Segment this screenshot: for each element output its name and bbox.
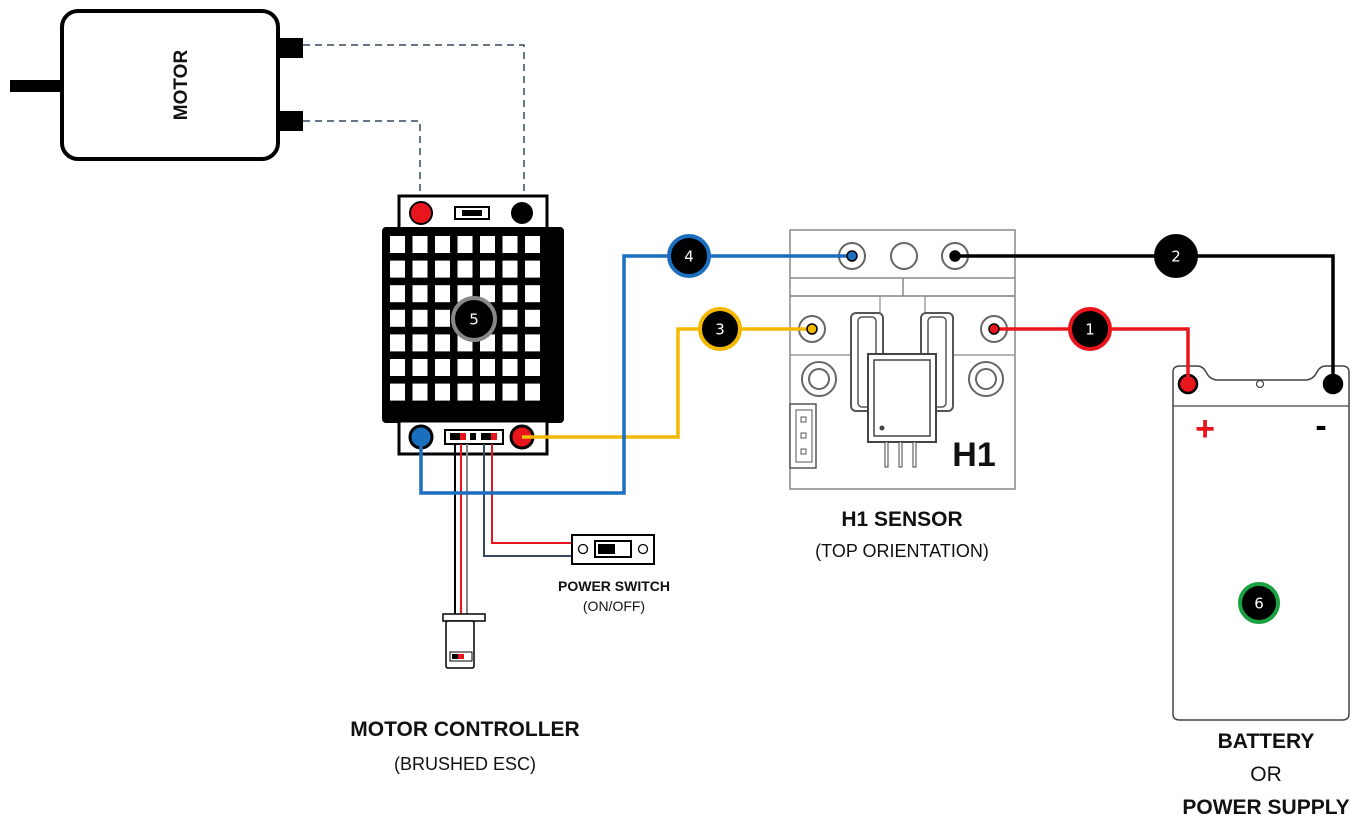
heatsink-slot: [502, 260, 518, 278]
heatsink-slot: [435, 260, 450, 278]
sensor-title: H1 SENSOR: [841, 508, 962, 531]
heatsink-slot: [435, 309, 450, 327]
heatsink-slot: [525, 260, 540, 278]
wire-1: [994, 327, 1190, 384]
battery-or: OR: [1250, 763, 1282, 786]
heatsink-slot: [390, 309, 405, 327]
controller-badge-number: 5: [469, 311, 479, 329]
wire-2: [955, 254, 1335, 384]
receiver-plug: [442, 613, 486, 669]
power-switch: POWER SWITCH (ON/OFF): [558, 534, 670, 614]
heatsink-slot: [480, 260, 495, 278]
battery-body: [1172, 365, 1350, 721]
signal-cable: [454, 444, 572, 614]
heatsink-slot: [390, 236, 405, 253]
wire-4-number: 4: [684, 248, 694, 266]
heatsink-slot: [525, 236, 540, 253]
battery-minus-sign: -: [1315, 407, 1326, 445]
heatsink-slot: [412, 260, 428, 278]
wire-2-badge: 2: [1154, 234, 1198, 278]
heatsink-slot: [457, 383, 473, 401]
battery-alt-title: POWER SUPPLY: [1182, 796, 1349, 819]
heatsink-slot: [480, 285, 495, 303]
heatsink-slot: [390, 285, 405, 303]
heatsink-slot: [390, 359, 405, 376]
controller-motor-terminal-black: [511, 202, 533, 224]
heatsink-slot: [435, 285, 450, 303]
heatsink-slot: [412, 334, 428, 352]
wire-4-badge: 4: [667, 234, 711, 278]
heatsink-slot: [502, 285, 518, 303]
heatsink-slot: [480, 236, 495, 253]
motor-label: MOTOR: [171, 50, 192, 121]
motor-body: [60, 9, 280, 161]
wire-4-end-dot: [846, 250, 858, 262]
heatsink-slot: [435, 236, 450, 253]
wire-3-badge: 3: [698, 307, 742, 351]
motor-terminal-top: [277, 38, 303, 58]
wire-1-number: 1: [1085, 321, 1095, 339]
controller-badge: 5: [451, 296, 497, 342]
heatsink-slot: [412, 285, 428, 303]
wire-1-badge: 1: [1068, 307, 1112, 351]
battery-plus-sign: +: [1195, 410, 1215, 448]
heatsink-grid: [390, 236, 540, 401]
heatsink-slot: [412, 359, 428, 376]
controller-title: MOTOR CONTROLLER: [350, 718, 579, 741]
sensor-subtitle: (TOP ORIENTATION): [815, 541, 989, 561]
battery: + - 6 BATTERY OR POWER SUPPLY: [1172, 365, 1350, 819]
motor-shaft: [10, 80, 65, 92]
heatsink-slot: [502, 309, 518, 327]
heatsink-slot: [525, 309, 540, 327]
heatsink-slot: [435, 383, 450, 401]
wire-3-number: 3: [715, 321, 725, 339]
motor-controller: 5: [382, 194, 564, 456]
controller-motor-terminal-red: [409, 201, 433, 225]
motor-terminal-bottom: [277, 111, 303, 131]
wire-1-end-dot: [988, 323, 1000, 335]
heatsink-slot: [457, 359, 473, 376]
motor: MOTOR: [10, 9, 303, 161]
heatsink-slot: [390, 334, 405, 352]
heatsink-slot: [412, 383, 428, 401]
battery-title: BATTERY: [1218, 730, 1315, 753]
heatsink-slot: [525, 359, 540, 376]
wire-2-end-dot: [949, 250, 961, 262]
wire-3: [522, 327, 812, 439]
heatsink-slot: [502, 334, 518, 352]
heatsink-slot: [412, 236, 428, 253]
heatsink-slot: [390, 260, 405, 278]
heatsink-slot: [502, 383, 518, 401]
sensor-hole-middle: [890, 242, 918, 270]
battery-badge: 6: [1238, 582, 1280, 624]
motor-lead-top: [303, 44, 525, 212]
power-switch-title: POWER SWITCH: [558, 578, 670, 594]
heatsink-slot: [502, 236, 518, 253]
heatsink-slot: [525, 285, 540, 303]
heatsink-slot: [457, 236, 473, 253]
motor-leads: [303, 44, 525, 212]
power-switch-subtitle: (ON/OFF): [583, 598, 645, 614]
heatsink-slot: [525, 334, 540, 352]
wire-3-end-dot: [806, 323, 818, 335]
heatsink-slot: [480, 359, 495, 376]
heatsink-slot: [412, 309, 428, 327]
heatsink-slot: [502, 359, 518, 376]
battery-badge-number: 6: [1254, 595, 1264, 613]
wire-2-number: 2: [1171, 248, 1181, 266]
heatsink-slot: [435, 359, 450, 376]
motor-lead-bottom: [303, 120, 421, 212]
heatsink-slot: [457, 260, 473, 278]
h1-sensor: H1 H1 SENSOR (TOP ORIENTATION): [789, 229, 1016, 561]
heatsink-slot: [480, 383, 495, 401]
heatsink-slot: [525, 383, 540, 401]
sensor-tag: H1: [952, 436, 995, 474]
heatsink-slot: [390, 383, 405, 401]
heatsink-slot: [435, 334, 450, 352]
controller-subtitle: (BRUSHED ESC): [394, 754, 536, 774]
